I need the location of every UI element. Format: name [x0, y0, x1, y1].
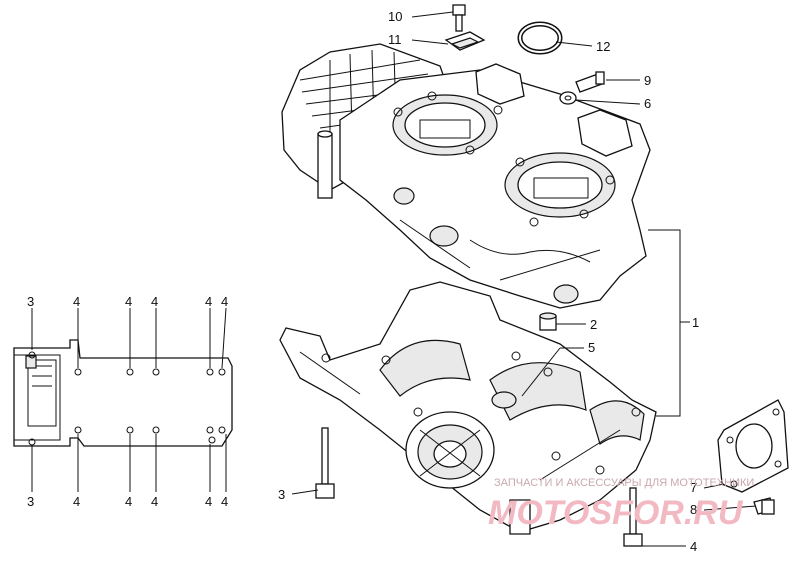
watermark: ЗАПЧАСТИ И АКСЕССУАРЫ ДЛЯ МОТОТЕХНИКИ MO… — [488, 477, 754, 532]
callout-2: 2 — [590, 317, 597, 332]
callout-11: 11 — [388, 32, 402, 47]
pattern-label-top-2: 4 — [125, 294, 132, 309]
bolt-4 — [623, 487, 643, 547]
lower-crankcase — [279, 281, 657, 535]
pattern-label-top-1: 4 — [73, 294, 80, 309]
clip-11 — [444, 31, 486, 51]
callout-9: 9 — [644, 73, 651, 88]
watermark-caption: ЗАПЧАСТИ И АКСЕССУАРЫ ДЛЯ МОТОТЕХНИКИ — [494, 477, 754, 489]
callout-3: 3 — [278, 487, 285, 502]
pattern-label-bottom-3: 4 — [151, 494, 158, 509]
bolt-hole-markers — [28, 351, 226, 446]
screw-8 — [753, 497, 775, 515]
washer-6 — [559, 91, 577, 105]
pattern-label-top-4: 4 — [205, 294, 212, 309]
gasket-7 — [717, 399, 789, 493]
leader-lines — [291, 11, 757, 547]
callout-labels: 10 11 12 9 6 1 2 5 3 4 7 8 — [278, 9, 699, 554]
pattern-label-top-5: 4 — [221, 294, 228, 309]
bolt-3 — [315, 427, 335, 499]
watermark-brand: MOTOSFOR.RU — [488, 494, 744, 532]
pattern-label-bottom-2: 4 — [125, 494, 132, 509]
hose-clamp-12 — [517, 21, 563, 55]
callout-5: 5 — [588, 340, 595, 355]
callout-10: 10 — [388, 9, 402, 24]
callout-12: 12 — [596, 39, 610, 54]
pattern-label-bottom-4: 4 — [205, 494, 212, 509]
callout-6: 6 — [644, 96, 651, 111]
callout-1: 1 — [692, 315, 699, 330]
fitting-9 — [575, 71, 605, 93]
bolt-pattern-view: 3 4 4 4 4 4 3 4 4 4 4 4 — [13, 294, 233, 509]
pattern-label-top-0: 3 — [27, 294, 34, 309]
pattern-label-bottom-0: 3 — [27, 494, 34, 509]
dowel-2 — [539, 312, 557, 331]
bolt-10 — [452, 4, 466, 32]
pattern-label-bottom-5: 4 — [221, 494, 228, 509]
pattern-label-bottom-1: 4 — [73, 494, 80, 509]
callout-8: 8 — [690, 502, 697, 517]
upper-crankcase — [281, 43, 651, 309]
callout-7: 7 — [690, 480, 697, 495]
pattern-label-top-3: 4 — [151, 294, 158, 309]
callout-4: 4 — [690, 539, 697, 554]
